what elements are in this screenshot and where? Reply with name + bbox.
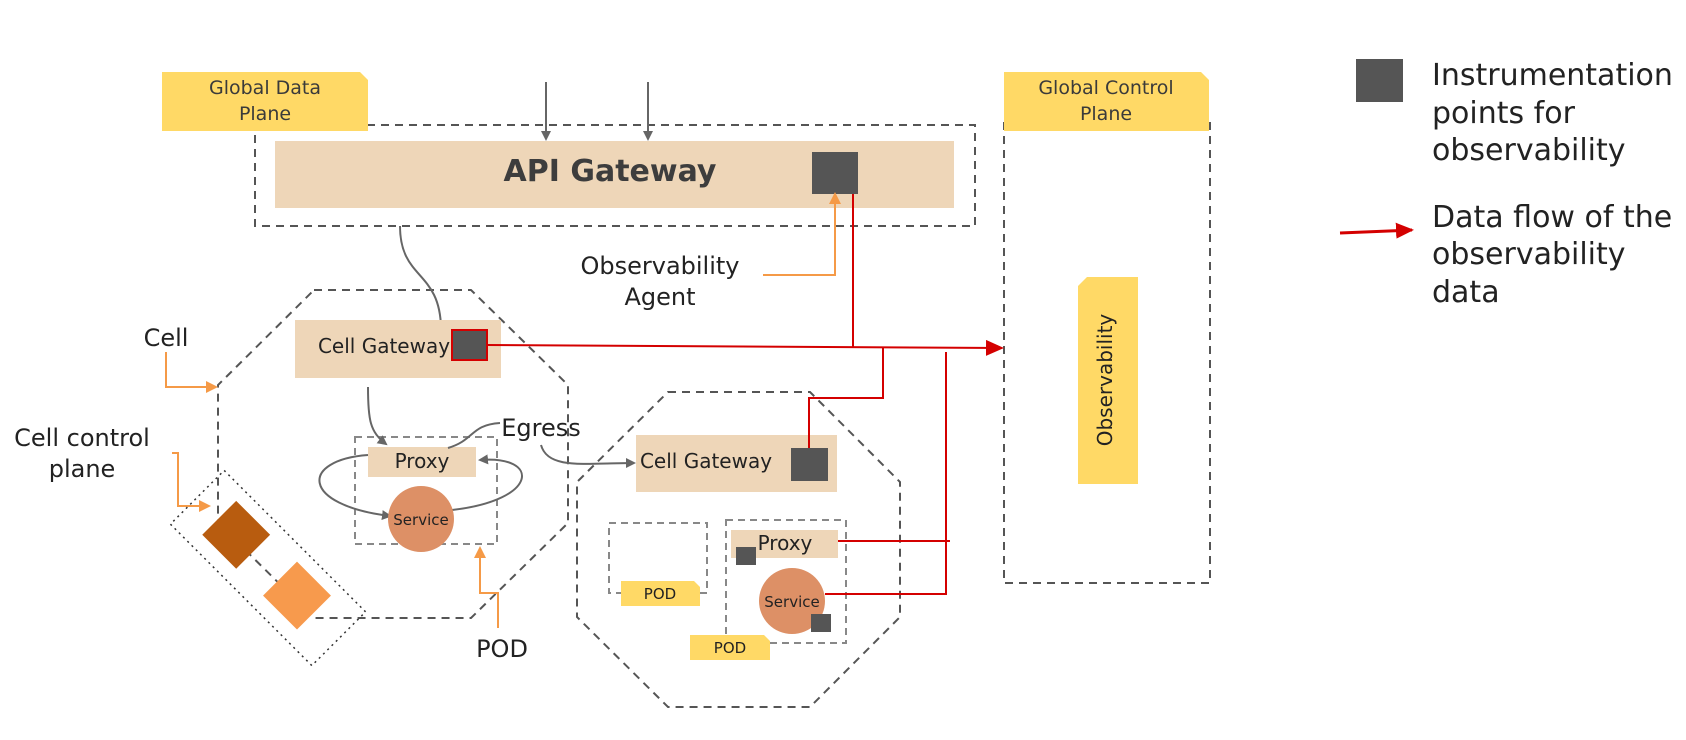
cell-control-plane-label-line2: plane [49, 455, 116, 483]
cell-2-proxy-instrumentation-point [736, 547, 756, 565]
cell-1-gateway-to-proxy-arrow [367, 386, 388, 446]
cell-2-pod-a-label: POD [644, 585, 676, 603]
cell-2-pod-a-tag [621, 581, 700, 606]
cell-2-pod-b-tag [690, 635, 770, 660]
cell-pointer [165, 352, 218, 393]
cell-2-service [759, 568, 825, 634]
cell-2-gateway-label: Cell Gateway [640, 449, 772, 473]
observability-label: Observability [1093, 314, 1117, 447]
legend-instrumentation-icon [1356, 59, 1403, 102]
flow-cell-2-service [825, 352, 947, 595]
legend-data-flow-line3: data [1432, 275, 1500, 310]
cell-1-proxy-label: Proxy [395, 449, 450, 473]
cell-2-pod-b-boundary [725, 519, 847, 644]
global-control-plane-label-line2: Plane [1080, 103, 1132, 125]
cell-1-service [388, 486, 454, 552]
cell-control-component-1 [202, 500, 271, 569]
flow-cell-1-gateway [486, 339, 1004, 356]
legend-instrumentation-line2: points for [1432, 96, 1576, 131]
observability-agent-label-line1: Observability [580, 252, 739, 280]
legend-instrumentation-line3: observability [1432, 133, 1626, 168]
cell-1-proxy-box [368, 447, 476, 477]
cell-control-component-2 [263, 561, 331, 630]
cell-2-gateway-instrumentation-point [791, 448, 828, 481]
observability-agent-label-line2: Agent [624, 283, 695, 311]
flow-cell-2-gateway [808, 348, 884, 448]
cell-2-service-label: Service [764, 593, 819, 611]
cell-2-boundary [576, 391, 901, 708]
cell-1-gateway-label: Cell Gateway [318, 334, 450, 358]
cell-2-service-instrumentation-point [811, 614, 831, 632]
global-data-plane-tag [162, 72, 368, 131]
cell-label: Cell [144, 324, 189, 352]
api-to-cell-gateway-arrow [399, 225, 446, 330]
global-data-plane-label-line1: Global Data [209, 77, 321, 99]
cell-2-pod-b-label: POD [714, 639, 746, 657]
legend-instrumentation-line1: Instrumentation [1432, 58, 1673, 93]
api-gateway-instrumentation-point [812, 152, 858, 194]
cell-control-plane-pointer [172, 452, 211, 512]
global-data-plane-boundary [254, 124, 976, 227]
cell-control-plane [169, 469, 367, 667]
cell-1-pod-label: POD [476, 635, 528, 663]
observability-box [1078, 277, 1138, 484]
legend-data-flow-line1: Data flow of the [1432, 200, 1672, 235]
api-gateway-label: API Gateway [504, 154, 717, 189]
observability-data-flows [486, 194, 1004, 595]
observability-agent-pointer [763, 192, 841, 276]
global-control-plane-label-line1: Global Control [1038, 77, 1173, 99]
global-data-plane-label-line2: Plane [239, 103, 291, 125]
legend-data-flow-arrow [1339, 222, 1414, 239]
cell-1-service-label: Service [393, 511, 448, 529]
cell-1-pod-pointer [474, 546, 499, 628]
global-control-plane-tag [1004, 72, 1209, 131]
legend-data-flow-line2: observability [1432, 237, 1626, 272]
cell-2-proxy-label: Proxy [758, 531, 813, 555]
cell-control-plane-label-line1: Cell control [14, 424, 150, 452]
cell-1-boundary [217, 289, 569, 619]
egress-label: Egress [501, 414, 581, 442]
service-to-proxy-loop [451, 454, 523, 511]
cell-1-pod-boundary [354, 436, 498, 545]
cell-1-gateway-instrumentation-point [451, 329, 488, 361]
proxy-to-service-loop [318, 454, 392, 520]
egress-connector [447, 422, 501, 449]
egress-arrow [540, 444, 636, 469]
